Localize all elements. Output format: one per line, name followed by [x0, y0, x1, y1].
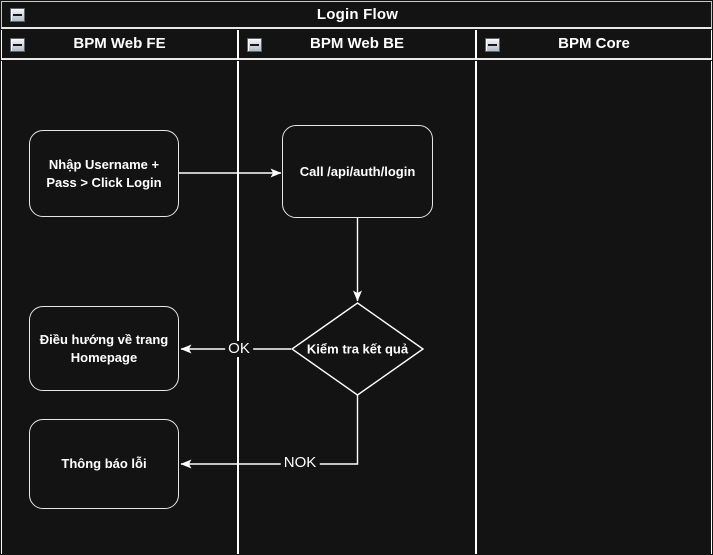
diagram-title: Login Flow — [316, 6, 399, 23]
collapse-lane-core-icon[interactable] — [485, 38, 500, 52]
lane-header-be: BPM Web BE — [238, 30, 476, 60]
node-show-error[interactable]: Thông báo lỗi — [29, 419, 179, 509]
lane-body-core — [476, 61, 712, 554]
lane-label-be: BPM Web BE — [310, 35, 404, 52]
lane-label-fe: BPM Web FE — [73, 35, 166, 52]
diagram-title-bar: Login Flow — [1, 1, 712, 29]
node-check-result-label: Kiểm tra kết quả — [306, 341, 409, 357]
node-input-credentials[interactable]: Nhập Username + Pass > Click Login — [29, 130, 179, 217]
node-check-result[interactable]: Kiểm tra kết quả — [307, 342, 408, 357]
collapse-diagram-icon[interactable] — [10, 8, 25, 22]
lane-header-core: BPM Core — [476, 30, 712, 60]
node-call-login-api[interactable]: Call /api/auth/login — [282, 125, 433, 218]
node-call-login-api-label: Call /api/auth/login — [299, 163, 416, 179]
node-show-error-label: Thông báo lỗi — [61, 456, 147, 472]
node-redirect-homepage[interactable]: Điều hướng về trang Homepage — [29, 306, 179, 391]
edge-label-nok: NOK — [280, 455, 320, 471]
lane-label-core: BPM Core — [558, 35, 630, 52]
collapse-lane-fe-icon[interactable] — [10, 38, 25, 52]
node-input-credentials-label: Nhập Username + Pass > Click Login — [46, 156, 162, 190]
edge-label-ok: OK — [225, 341, 253, 357]
node-redirect-homepage-label: Điều hướng về trang Homepage — [39, 331, 169, 365]
lane-header-fe: BPM Web FE — [1, 30, 238, 60]
collapse-lane-be-icon[interactable] — [247, 38, 262, 52]
